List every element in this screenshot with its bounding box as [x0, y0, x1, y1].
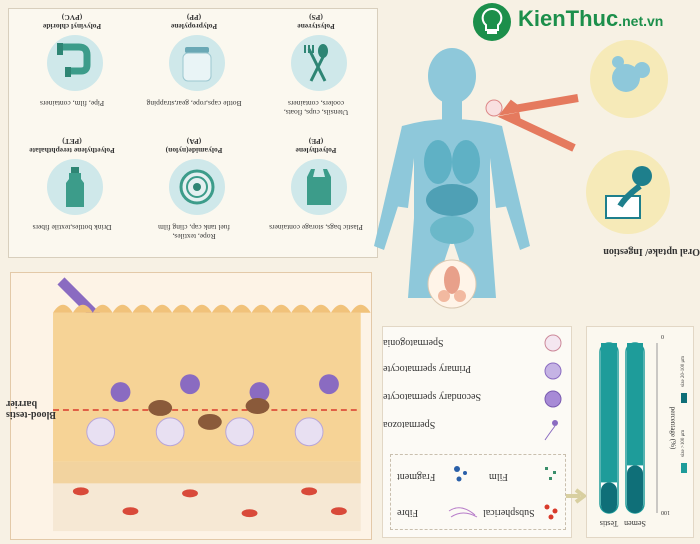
- microplastic-closeup-icon: [590, 40, 668, 118]
- type-fragment: Fragment: [397, 471, 436, 482]
- human-body-illustration: [374, 48, 579, 309]
- pipe-icon: [47, 35, 103, 91]
- plastic-use: Drink bottles,textile fibers: [32, 223, 112, 232]
- plastics-panel: Polyvinyl chloride (PVC) Pipe, film, con…: [8, 8, 378, 258]
- plastic-pp: Polypropylene (PP) Bottle caps,rope, gea…: [133, 13, 255, 128]
- rope-icon: [169, 159, 225, 215]
- bar-segment: [627, 343, 643, 466]
- logo-suffix: .net.vn: [618, 13, 664, 29]
- plastic-name: Polyethylene terephthalate (PET): [29, 137, 115, 155]
- plastic-use: Rope, textiles, fuel tank cap, cling fil…: [158, 223, 230, 241]
- secondary-spermatocyte-icon: [544, 390, 562, 408]
- legend-label: size 20-100 μm: [681, 356, 686, 387]
- particle-types-legend: Fragment Film Fibre Subspherical: [390, 454, 566, 530]
- fragment-icon: [454, 466, 467, 482]
- spermatogonia-icon: [544, 334, 562, 352]
- site-logo: KienThuc.net.vn: [470, 0, 700, 44]
- plastic-ps: Polystyrene (PS) Utensils, cups, floats,…: [255, 13, 377, 128]
- legend-secondary-spermatocyte: Secondary spermatocyte: [383, 391, 482, 402]
- size-distribution-chart: Semen Testis percentage (%) 0 100 size >100 μ…: [586, 326, 694, 538]
- plastic-use: Pipe, film, containers: [39, 99, 105, 108]
- primary-spermatocyte-icon: [544, 362, 562, 380]
- category-label: Testis: [600, 519, 619, 528]
- type-fibre: Fibre: [397, 507, 419, 518]
- plastic-name: Polypropylene (PP): [170, 13, 218, 31]
- person-eating-icon: [586, 150, 670, 234]
- plastic-pvc: Polyvinyl chloride (PVC) Pipe, film, con…: [11, 13, 133, 128]
- plastic-name: Polyvinyl chloride (PVC): [42, 13, 102, 31]
- plastic-bag-icon: [291, 159, 347, 215]
- plastic-use: Bottle caps,rope, gear,strapping: [146, 99, 242, 108]
- type-film: Film: [489, 471, 508, 482]
- jar-icon: [169, 35, 225, 91]
- plastic-pa: Polyamide(nylon) (PA) Rope, textiles, fu…: [133, 137, 255, 252]
- film-icon: [545, 467, 556, 480]
- blood-testis-barrier-label: Blood-testis barrier: [6, 398, 56, 420]
- y-axis-label: percentage (%): [669, 407, 677, 450]
- subspherical-icon: [544, 504, 558, 520]
- bar-segment: [601, 482, 617, 513]
- chart-svg: Semen Testis percentage (%) 0 100 size >100 μ…: [599, 333, 687, 528]
- legend-primary-spermatocyte: Primary spermatocyte: [383, 363, 472, 374]
- legend-swatch: [681, 393, 687, 403]
- seminiferous-tubule-section: [10, 272, 372, 540]
- plastic-pet: Polyethylene terephthalate (PET) Drink b…: [11, 137, 133, 252]
- type-subspherical: Subspherical: [483, 507, 535, 518]
- spermatozoa-icon: [552, 420, 558, 426]
- bar-segment: [601, 343, 617, 483]
- legend-label: size >100 μm: [681, 430, 686, 457]
- plastic-name: Polyamide(nylon) (PA): [165, 137, 223, 155]
- arrow-right-icon: [566, 488, 588, 504]
- plastic-name: Polystyrene (PS): [297, 13, 335, 31]
- legend-spermatogonia: Spermatogonia: [383, 337, 444, 348]
- plastic-pe: Polyethylene (PE) Plastic bags, storage …: [255, 137, 377, 252]
- fibre-icon: [448, 507, 478, 518]
- cell-legend: Spermatogonia Primary spermatocyte Secon…: [382, 326, 572, 538]
- oral-uptake-label: Oral uptake/ Ingestion: [603, 246, 700, 257]
- utensils-icon: [291, 35, 347, 91]
- legend-spermatozoa: Spermatozoa: [383, 419, 436, 430]
- bottle-icon: [47, 159, 103, 215]
- tick-label: 0: [661, 333, 664, 339]
- tick-label: 100: [661, 509, 670, 515]
- category-label: Semen: [624, 519, 646, 528]
- legend-swatch: [681, 463, 687, 473]
- logo-bulb-icon: [473, 3, 511, 41]
- bar-segment: [627, 465, 643, 513]
- logo-text: KienThuc: [518, 6, 619, 31]
